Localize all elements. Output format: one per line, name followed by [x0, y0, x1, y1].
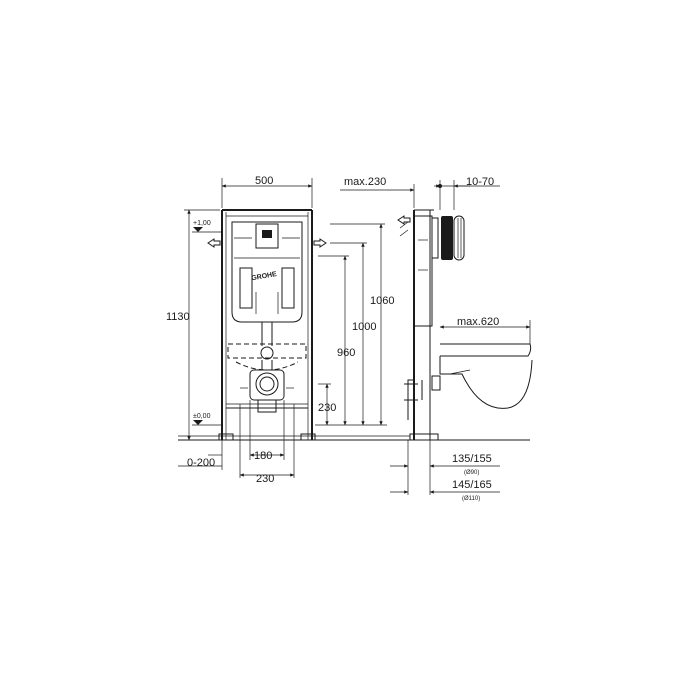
- water-inlet-arrows: [207, 238, 327, 248]
- dimension-width: [221, 178, 313, 208]
- dim-max620: max.620: [457, 316, 499, 328]
- brand-logo: GROHE: [251, 271, 278, 282]
- toilet-bowl-side: [439, 343, 533, 409]
- dim-max230: max.230: [344, 176, 386, 188]
- dim-230-bottom: 230: [256, 473, 274, 485]
- side-dim-max620: [439, 320, 531, 344]
- front-frame: [218, 209, 316, 441]
- side-dim-10-70: [434, 180, 500, 210]
- dimension-bottom: [178, 400, 295, 478]
- bowl-outline-front: [227, 343, 307, 371]
- dimension-verticals: [315, 223, 387, 426]
- dim-230-vertical: 230: [318, 402, 336, 414]
- floor-line: [178, 435, 530, 441]
- dim-0-200: 0-200: [187, 457, 215, 469]
- wall-hatching: [399, 221, 409, 237]
- dim-1130: 1130: [166, 311, 190, 323]
- dim-960: 960: [337, 347, 355, 359]
- flush-pipe: [260, 322, 274, 370]
- level-marker-top: [192, 227, 222, 233]
- dim-135-155: 135/155: [452, 453, 492, 465]
- level-marker-floor: [192, 420, 222, 426]
- dim-180: 180: [254, 450, 272, 462]
- dia-110: (Ø110): [462, 496, 480, 502]
- level-top-label: +1,00: [193, 220, 211, 227]
- cistern: [231, 221, 303, 323]
- dim-500: 500: [255, 175, 273, 187]
- dim-10-70: 10-70: [466, 176, 494, 188]
- dimension-total-height: [184, 209, 220, 441]
- dim-1060: 1060: [370, 295, 394, 307]
- waste-outlet: [240, 369, 294, 413]
- side-frame: [397, 209, 465, 441]
- dia-90: (Ø90): [464, 470, 479, 476]
- side-dim-max230: [340, 184, 415, 208]
- dim-1000: 1000: [352, 321, 376, 333]
- dim-145-165: 145/165: [452, 479, 492, 491]
- level-floor-label: ±0,00: [193, 413, 211, 420]
- side-dim-bottom: [390, 440, 500, 495]
